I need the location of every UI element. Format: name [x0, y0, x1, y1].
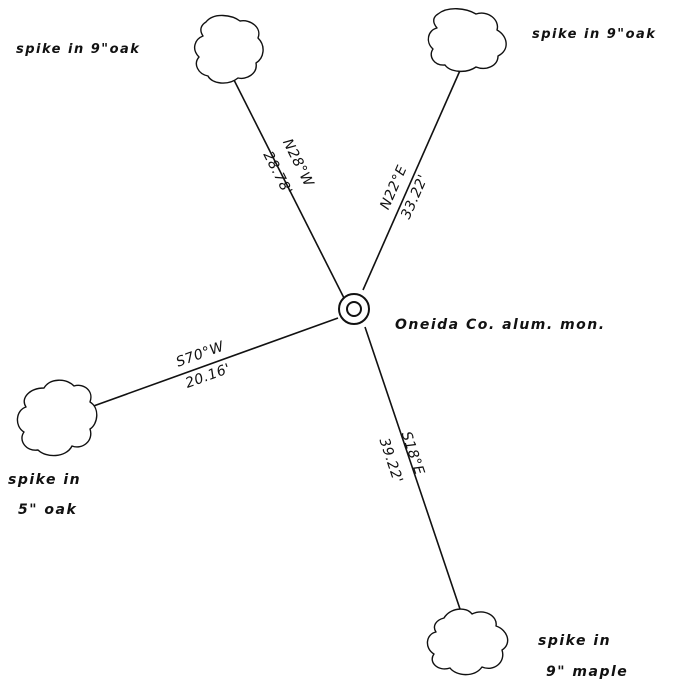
tie-line-se: [364, 326, 462, 613]
tie-line-nw: [233, 79, 346, 301]
monument-inner-ring-icon: [346, 301, 362, 317]
tie-sw-object-label-line1: spike in: [8, 472, 81, 488]
tie-se-object-label-line1: spike in: [538, 633, 611, 649]
tree-nw-icon: [193, 14, 264, 84]
tree-ne-icon: [427, 8, 507, 72]
tie-ne-object-label: spike in 9"oak: [532, 27, 656, 42]
tree-sw-icon: [16, 379, 98, 457]
tree-se-icon: [426, 608, 509, 676]
monument-label: Oneida Co. alum. mon.: [395, 317, 606, 333]
tie-sw-object-label-line2: 5" oak: [18, 502, 77, 518]
tie-line-ne: [362, 65, 463, 291]
tie-se-object-label-line2: 9" maple: [546, 664, 628, 680]
tie-nw-object-label: spike in 9"oak: [16, 42, 140, 57]
tie-line-sw: [87, 317, 339, 409]
